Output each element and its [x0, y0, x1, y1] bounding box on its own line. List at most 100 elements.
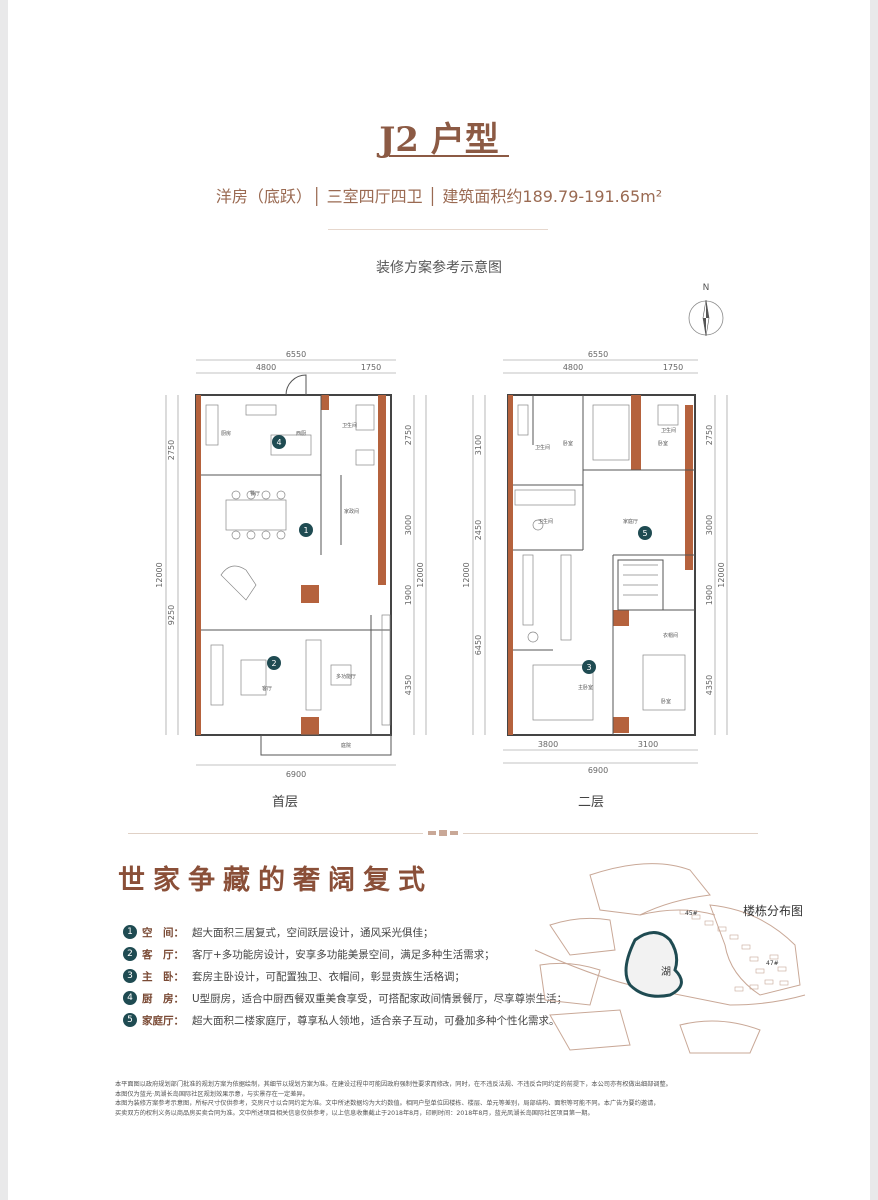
room-family-hall: 家庭厅	[623, 518, 638, 525]
room-utility: 家政间	[344, 508, 359, 515]
map-title: 楼栋分布图	[743, 904, 804, 918]
marker-4: 4	[272, 435, 286, 449]
title-underline	[389, 155, 509, 157]
lake-outline	[624, 931, 683, 998]
list-item: 4 厨 房： U型厨房，适合中厨西餐双重美食享受，可搭配家政间情景餐厅，尽享尊崇…	[123, 987, 593, 1009]
feature-key: 主 卧：	[142, 970, 184, 983]
room-bedroom-2: 卧室	[658, 440, 668, 447]
feature-number-badge: 1	[123, 925, 137, 939]
dim-bottom: 6900	[286, 770, 306, 779]
unit-subtitle: 洋房（底跃）│ 三室四厅四卫 │ 建筑面积约189.79-191.65m²	[215, 187, 663, 206]
ornament-line-left	[128, 833, 423, 834]
dim-bottom-2: 3100	[638, 740, 658, 749]
room-courtyard: 庭院	[341, 742, 351, 749]
svg-text:4: 4	[276, 438, 281, 447]
dim-left-1: 3100	[474, 435, 483, 455]
room-bath-3: 卫生间	[538, 518, 553, 525]
dim-right-1: 2750	[404, 425, 413, 445]
dim-right-2: 3000	[404, 515, 413, 535]
dim-left-2: 9250	[167, 605, 176, 625]
dim-right-total: 12000	[717, 562, 726, 587]
feature-text: 客厅+多功能房设计，安享多功能美景空间，满足多种生活需求；	[192, 948, 495, 961]
note-line: 本图仅为蓝光·凤湖长岛国际社区规划效果示意，与实景存在一定差异。	[115, 1090, 309, 1098]
note-line: 本平面图以政府规划部门批准的规划方案为依据绘制，其细节以规划方案为准。在建设过程…	[115, 1081, 672, 1088]
room-kitchen: 厨房	[221, 430, 231, 437]
feature-list: 1 空 间： 超大面积三居复式，空间跃层设计，通风采光俱佳； 2 客 厅： 客厅…	[123, 921, 593, 1031]
room-bath-2: 卫生间	[661, 427, 676, 434]
ornament-icon	[428, 830, 458, 836]
room-bedroom-3: 卧室	[661, 698, 671, 705]
feature-number-badge: 3	[123, 969, 137, 983]
site-map: 湖 45# 47#	[534, 863, 806, 1054]
marker-5: 5	[638, 526, 652, 540]
note-line: 本图为装修方案参考示意图，所标尺寸仅供参考，交房尺寸以合同约定为准。文中所述数据…	[115, 1100, 660, 1107]
dim-right-4: 4350	[404, 675, 413, 695]
dim-bottom-total: 6900	[588, 766, 608, 775]
room-closet: 衣帽间	[663, 632, 678, 639]
dim-right-total: 12000	[416, 562, 425, 587]
dim-left-2: 2450	[474, 520, 483, 540]
dim-right-3: 1900	[404, 585, 413, 605]
room-master-bedroom: 主卧室	[578, 684, 593, 691]
dim-right-2: 3000	[705, 515, 714, 535]
room-bath-1: 卫生间	[342, 422, 357, 429]
plan-caption: 装修方案参考示意图	[376, 260, 502, 276]
feature-text: U型厨房，适合中厨西餐双重美食享受，可搭配家政间情景餐厅，尽享尊崇生活；	[192, 992, 568, 1005]
note-line: 买卖双方的权利义务以商品房买卖合同为准。文中所述项目相关信息仅供参考，以上信息收…	[115, 1109, 594, 1117]
dim-left-total: 12000	[156, 562, 164, 587]
page-title: J2 户型	[379, 120, 499, 160]
room-multifunction: 多功能厅	[336, 673, 356, 680]
svg-text:2: 2	[271, 659, 276, 668]
marker-3: 3	[582, 660, 596, 674]
svg-text:5: 5	[642, 529, 647, 538]
dim-right-3: 1900	[705, 585, 714, 605]
dim-left-3: 6450	[474, 635, 483, 655]
slogan: 世家争藏的奢阔复式	[118, 865, 433, 896]
dim-top-2: 1750	[663, 363, 683, 372]
feature-text: 超大面积二楼家庭厅，尊享私人领地，适合亲子互动，可叠加多种个性化需求。	[192, 1014, 560, 1027]
brochure-page: J2 户型 洋房（底跃）│ 三室四厅四卫 │ 建筑面积约189.79-191.6…	[8, 0, 870, 1200]
second-floor-plan: 6550 4800 1750 3800 3100 6900 3100 2450 …	[463, 350, 728, 775]
disclaimer-notes: 本平面图以政府规划部门批准的规划方案为依据绘制，其细节以规划方案为准。在建设过程…	[115, 1080, 815, 1118]
feature-number-badge: 2	[123, 947, 137, 961]
room-bedroom-1: 卧室	[563, 440, 573, 447]
compass-label: N	[703, 283, 710, 293]
svg-text:3: 3	[586, 663, 591, 672]
dim-right-4: 4350	[705, 675, 714, 695]
room-living: 客厅	[262, 685, 272, 692]
feature-key: 厨 房：	[142, 992, 184, 1005]
marker-2: 2	[267, 656, 281, 670]
lake-label: 湖	[661, 966, 671, 978]
dim-bottom-1: 3800	[538, 740, 558, 749]
feature-key: 家庭厅：	[142, 1014, 184, 1027]
dim-top-1: 4800	[256, 363, 276, 372]
dim-top-2: 1750	[361, 363, 381, 372]
building-47-label: 47#	[766, 960, 779, 967]
ornament-line-right	[463, 833, 758, 834]
room-bath-1: 卫生间	[535, 444, 550, 451]
room-dining: 餐厅	[250, 490, 260, 497]
building-45-label: 45#	[685, 910, 698, 917]
feature-number-badge: 5	[123, 1013, 137, 1027]
dim-top-1: 4800	[563, 363, 583, 372]
dim-top-total: 6550	[286, 350, 306, 359]
room-western-kitchen: 西厨	[296, 431, 306, 437]
second-floor-label: 二层	[578, 795, 605, 810]
svg-text:1: 1	[303, 526, 308, 535]
feature-number-badge: 4	[123, 991, 137, 1005]
list-item: 1 空 间： 超大面积三居复式，空间跃层设计，通风采光俱佳；	[123, 921, 593, 943]
feature-text: 超大面积三居复式，空间跃层设计，通风采光俱佳；	[192, 926, 434, 939]
dim-right-1: 2750	[705, 425, 714, 445]
feature-key: 客 厅：	[142, 948, 184, 961]
dim-left-total: 12000	[463, 562, 471, 587]
feature-key: 空 间：	[142, 926, 184, 939]
feature-text: 套房主卧设计，可配置独卫、衣帽间，彰显贵族生活格调；	[192, 970, 465, 983]
divider-line	[328, 229, 548, 230]
list-item: 3 主 卧： 套房主卧设计，可配置独卫、衣帽间，彰显贵族生活格调；	[123, 965, 593, 987]
dim-left-1: 2750	[167, 440, 176, 460]
dim-top-total: 6550	[588, 350, 608, 359]
list-item: 5 家庭厅： 超大面积二楼家庭厅，尊享私人领地，适合亲子互动，可叠加多种个性化需…	[123, 1009, 593, 1031]
compass-icon: N	[688, 283, 724, 337]
first-floor-label: 首层	[272, 795, 299, 810]
marker-1: 1	[299, 523, 313, 537]
